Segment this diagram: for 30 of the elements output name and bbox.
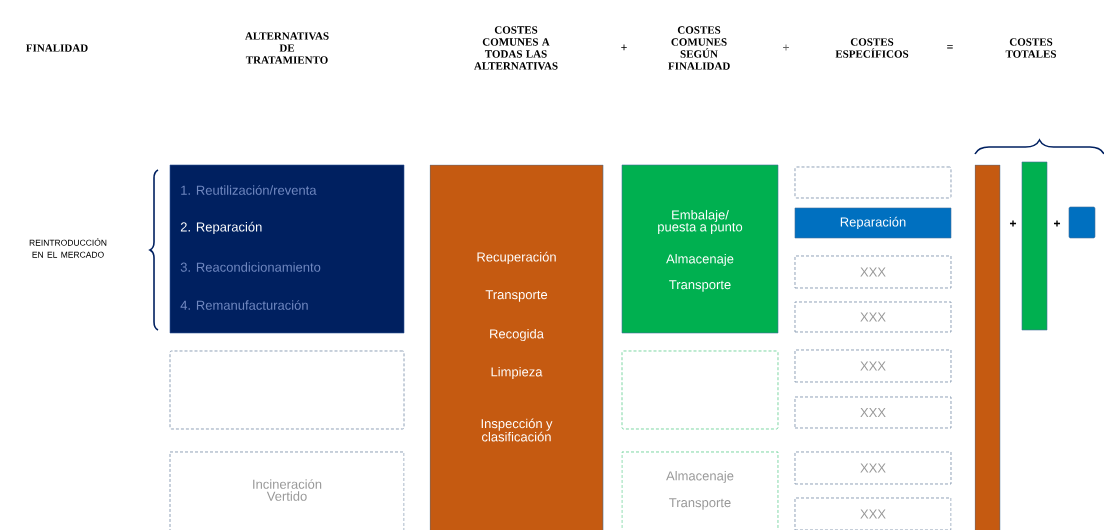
cost-box: Almacenaje Transporte: [621, 451, 779, 530]
purpose-label: REINTRODUCCIÓN EN EL MERCADO: [29, 238, 107, 258]
column-heading: COSTES ESPECÍFICOS: [835, 38, 909, 58]
empty-box: [794, 166, 952, 199]
cost-box: XXX: [794, 451, 952, 485]
alternative-box: 1. Reutilización/reventa 2. Reparación 3. Reacondicionamiento 4. Remanufacturación: [169, 164, 405, 334]
cost-box: Recuperación Transporte Recogida Limpieza Inspección y clasificación: [429, 164, 604, 530]
operator-sign: =: [947, 45, 953, 49]
column-heading: FINALIDAD: [26, 44, 88, 52]
alternative-box: Incineración Vertido: [169, 451, 405, 530]
cost-box: XXX: [794, 497, 952, 530]
operator-sign: +: [1054, 220, 1060, 227]
operator-sign: +: [1010, 220, 1016, 227]
cost-box: XXX: [794, 255, 952, 289]
cost-box: XXX: [794, 396, 952, 429]
operator-sign: +: [621, 44, 627, 51]
cost-box: XXX: [794, 349, 952, 383]
cost-box: Embalaje/ puesta a punto Almacenaje Transporte: [621, 164, 779, 334]
empty-box: [621, 350, 779, 430]
cost-bar: [1021, 161, 1048, 331]
column-heading: COSTES TOTALES: [1005, 38, 1056, 58]
cost-square: [1068, 206, 1096, 239]
column-heading: ALTERNATIVAS DE TRATAMIENTO: [245, 32, 329, 64]
empty-box: [169, 350, 405, 430]
column-heading: COSTES COMUNES SEGÚN FINALIDAD: [668, 26, 730, 70]
cost-box: Reparación: [794, 207, 952, 239]
operator-sign: +: [783, 44, 789, 51]
column-heading: COSTES COMUNES A TODAS LAS ALTERNATIVAS: [474, 26, 558, 70]
cost-box: XXX: [794, 301, 952, 333]
cost-bar: [974, 164, 1001, 530]
